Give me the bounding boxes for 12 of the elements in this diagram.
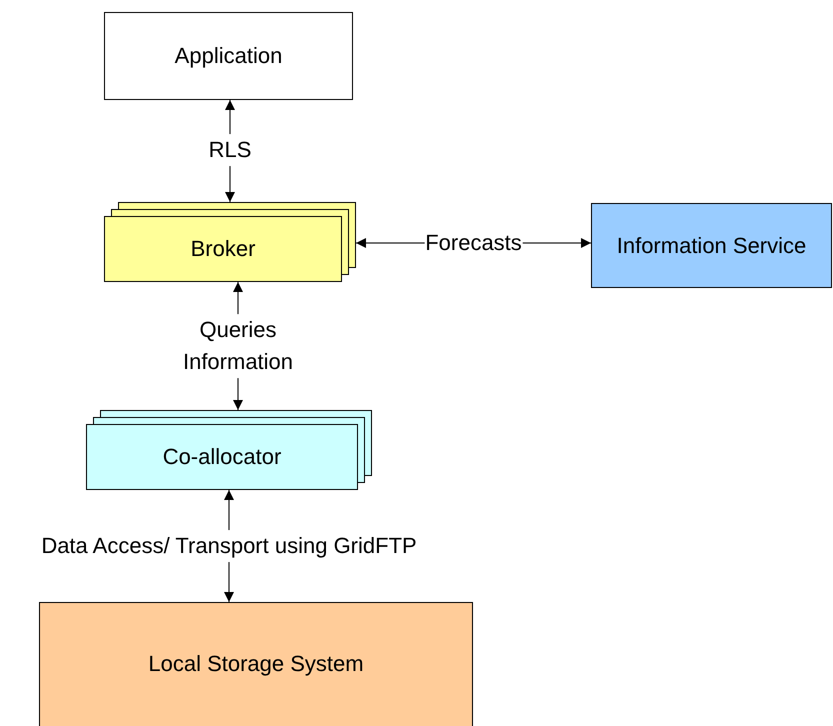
- edge-label: RLS: [208, 134, 252, 166]
- process-box: [39, 602, 473, 726]
- edge-label: Data Access/ Transport using GridFTP: [40, 530, 418, 562]
- process-box: [86, 410, 372, 490]
- box-label: Co-allocator: [162, 443, 282, 472]
- process-box: [104, 12, 353, 100]
- box-label: Local Storage System: [148, 650, 364, 678]
- box-label: Application: [174, 42, 282, 70]
- process-box: [591, 203, 832, 288]
- box-label: Information Service: [616, 232, 806, 260]
- box-label: Broker: [190, 235, 256, 264]
- process-box: [104, 202, 356, 282]
